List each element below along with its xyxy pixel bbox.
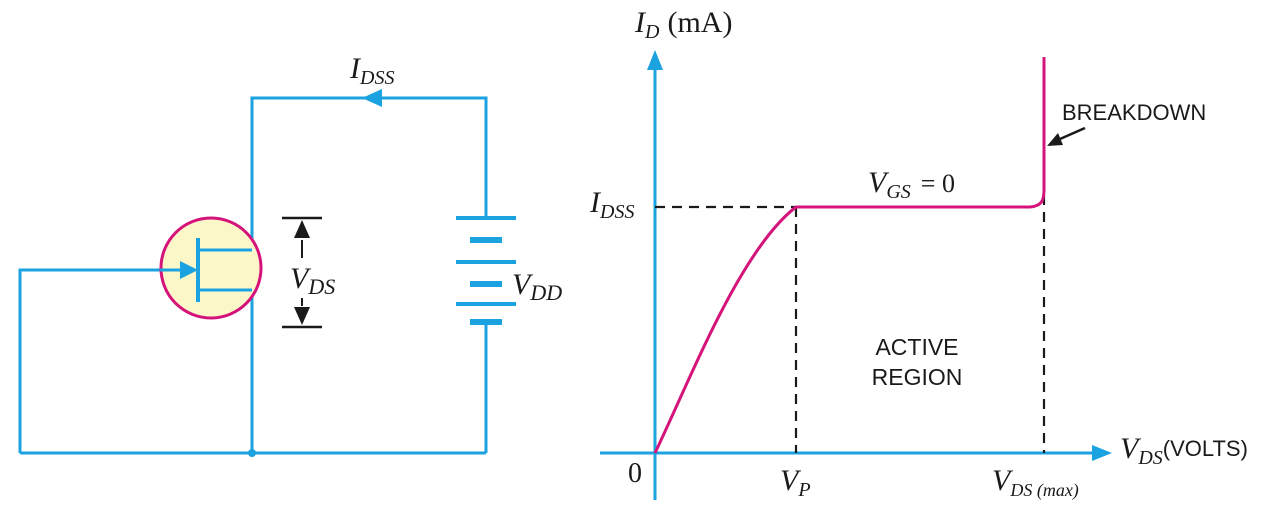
current-label: IDSS bbox=[349, 52, 394, 89]
battery-symbol bbox=[456, 216, 516, 325]
id-vds-curve bbox=[653, 57, 1046, 454]
vds-down-arrow-icon bbox=[294, 307, 310, 325]
junction-dot bbox=[248, 449, 256, 457]
top-wire bbox=[250, 96, 488, 250]
vds-up-arrow-icon bbox=[294, 220, 310, 238]
y-axis-arrow-icon bbox=[647, 50, 663, 70]
x-axis-label: VDS(VOLTS) bbox=[1120, 432, 1248, 469]
characteristic-graph: ID(mA) VDS(VOLTS) 0 IDSS VP VDS (max) VG… bbox=[589, 6, 1248, 501]
vp-label: VP bbox=[780, 464, 811, 501]
vdsmax-label: VDS (max) bbox=[992, 464, 1079, 501]
region-label-line2: REGION bbox=[872, 364, 963, 390]
vdd-label: VDD bbox=[512, 268, 562, 305]
vds-label: VDS bbox=[290, 262, 335, 299]
breakdown-arrow-icon bbox=[1047, 133, 1063, 146]
vgs-label: VGS= 0 bbox=[868, 166, 955, 203]
vds-dimension bbox=[282, 216, 322, 329]
idss-label: IDSS bbox=[589, 186, 634, 223]
y-axis-label: ID(mA) bbox=[634, 6, 732, 43]
current-arrow-icon bbox=[362, 89, 382, 107]
x-axis-arrow-icon bbox=[1092, 445, 1112, 461]
origin-label: 0 bbox=[628, 458, 642, 489]
jfet-symbol bbox=[159, 216, 263, 320]
dashed-guides bbox=[655, 195, 1046, 453]
region-label-line1: ACTIVE bbox=[875, 334, 958, 360]
gate-arrow-icon bbox=[180, 261, 198, 279]
circuit: IDSS VDS VDD bbox=[18, 52, 562, 457]
gate-wire bbox=[18, 268, 183, 453]
jfet-circle bbox=[159, 216, 263, 320]
breakdown-label: BREAKDOWN bbox=[1062, 100, 1206, 125]
